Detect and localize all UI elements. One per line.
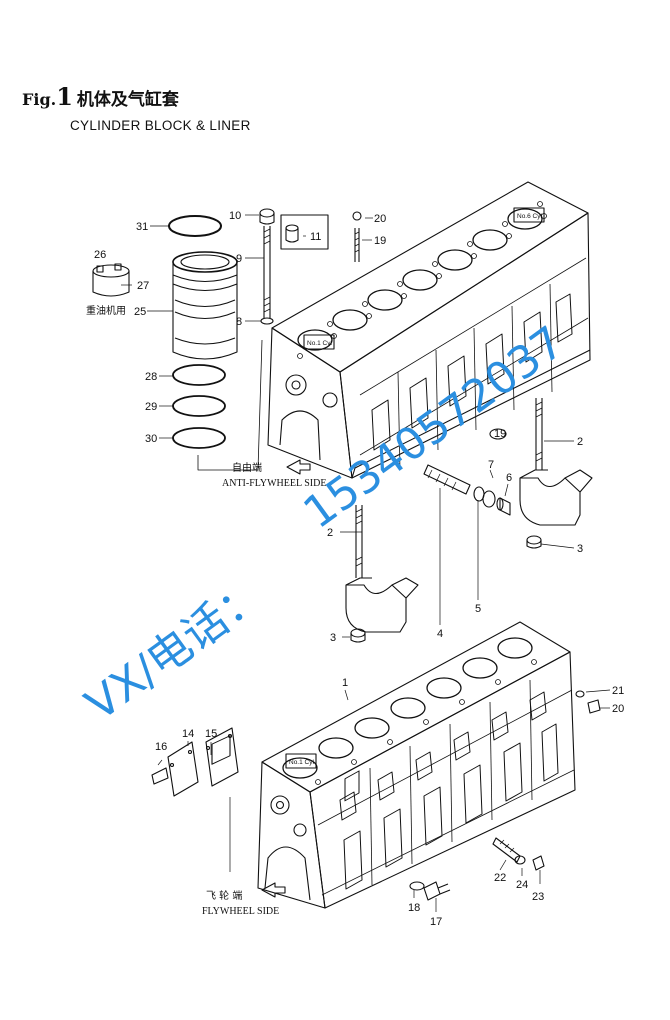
nut-23 xyxy=(532,855,545,871)
callout-22: 22 xyxy=(494,872,506,884)
stud-4 xyxy=(423,464,471,495)
cylinder-head-bolt xyxy=(259,208,275,325)
callout-30: 30 xyxy=(145,433,157,445)
callout-10: 10 xyxy=(229,210,241,222)
flywheel-arrow xyxy=(261,882,286,898)
callout-25: 25 xyxy=(134,306,146,318)
callout-numbers: 31 26 27 25 28 29 30 10 9 8 11 20 19 19 … xyxy=(94,210,624,928)
anti-flywheel-cn: 自由端 xyxy=(232,461,262,474)
fig-title-english: CYLINDER BLOCK & LINER xyxy=(70,118,251,133)
anti-flywheel-en: ANTI-FLYWHEEL SIDE xyxy=(222,478,326,489)
callout-31: 31 xyxy=(136,221,148,233)
callout-29: 29 xyxy=(145,401,157,413)
lower-cylinder-block xyxy=(257,621,576,909)
watermark-contact: VX/电话： xyxy=(76,568,274,731)
stud-19-upper xyxy=(352,211,362,262)
callout-20b: 20 xyxy=(612,703,624,715)
callout-8: 8 xyxy=(236,316,242,328)
washer-19 xyxy=(489,428,507,440)
washer-24 xyxy=(514,855,526,865)
bearing-cap-right xyxy=(519,398,593,549)
cover-plate xyxy=(151,727,239,797)
callout-26: 26 xyxy=(94,249,106,261)
callout-7: 7 xyxy=(488,459,494,471)
fig-number: 1 xyxy=(56,82,73,111)
bolt-17 xyxy=(423,881,451,901)
callout-17: 17 xyxy=(430,916,442,928)
o-ring-28 xyxy=(172,364,226,386)
callout-24: 24 xyxy=(516,879,528,891)
callout-2b: 2 xyxy=(327,527,333,539)
callout-20a: 20 xyxy=(374,213,386,225)
fig-title-chinese: 机体及气缸套 xyxy=(76,90,179,110)
upper-cylinder-block xyxy=(267,181,591,479)
callout-27: 27 xyxy=(137,280,149,292)
callout-1: 1 xyxy=(342,677,348,689)
callout-9: 9 xyxy=(236,253,242,265)
o-ring-29 xyxy=(172,395,226,417)
callout-19a: 19 xyxy=(374,235,386,247)
callout-6: 6 xyxy=(506,472,512,484)
callout-28: 28 xyxy=(145,371,157,383)
callout-18: 18 xyxy=(408,902,420,914)
heavy-oil-note: 重油机用 xyxy=(86,304,126,317)
plug-20-lower xyxy=(575,690,601,714)
callout-5: 5 xyxy=(475,603,481,615)
stamp-upper-6: No.6 Cyl xyxy=(517,213,542,220)
callout-16: 16 xyxy=(155,741,167,753)
cylinder-liner xyxy=(172,251,238,360)
callout-4: 4 xyxy=(437,628,443,640)
heavy-oil-collar xyxy=(92,263,130,297)
stamp-lower-1: No.1 Cyl xyxy=(289,759,314,766)
washer-18 xyxy=(409,881,425,891)
leader-lines xyxy=(121,214,611,912)
nut-5 xyxy=(473,486,496,508)
flywheel-en: FLYWHEEL SIDE xyxy=(202,906,279,917)
callout-23: 23 xyxy=(532,891,544,903)
stamp-upper-1: No.1 Cyl xyxy=(307,340,332,347)
callout-15: 15 xyxy=(205,728,217,740)
fig-label: Fig. xyxy=(22,90,57,109)
bearing-cap-left xyxy=(345,505,419,643)
o-ring-31 xyxy=(168,215,222,237)
stud-22 xyxy=(492,837,521,863)
flywheel-cn: 飞 轮 端 xyxy=(206,889,242,902)
callout-3b: 3 xyxy=(330,632,336,644)
o-ring-30 xyxy=(172,427,226,449)
callout-2a: 2 xyxy=(577,436,583,448)
callout-14: 14 xyxy=(182,728,194,740)
callout-19b: 19 xyxy=(494,428,506,440)
callout-21: 21 xyxy=(612,685,624,697)
callout-3a: 3 xyxy=(577,543,583,555)
plug-11 xyxy=(280,214,329,250)
callout-11: 11 xyxy=(310,231,321,243)
anti-flywheel-arrow xyxy=(286,459,311,475)
plug-6 xyxy=(496,497,511,516)
